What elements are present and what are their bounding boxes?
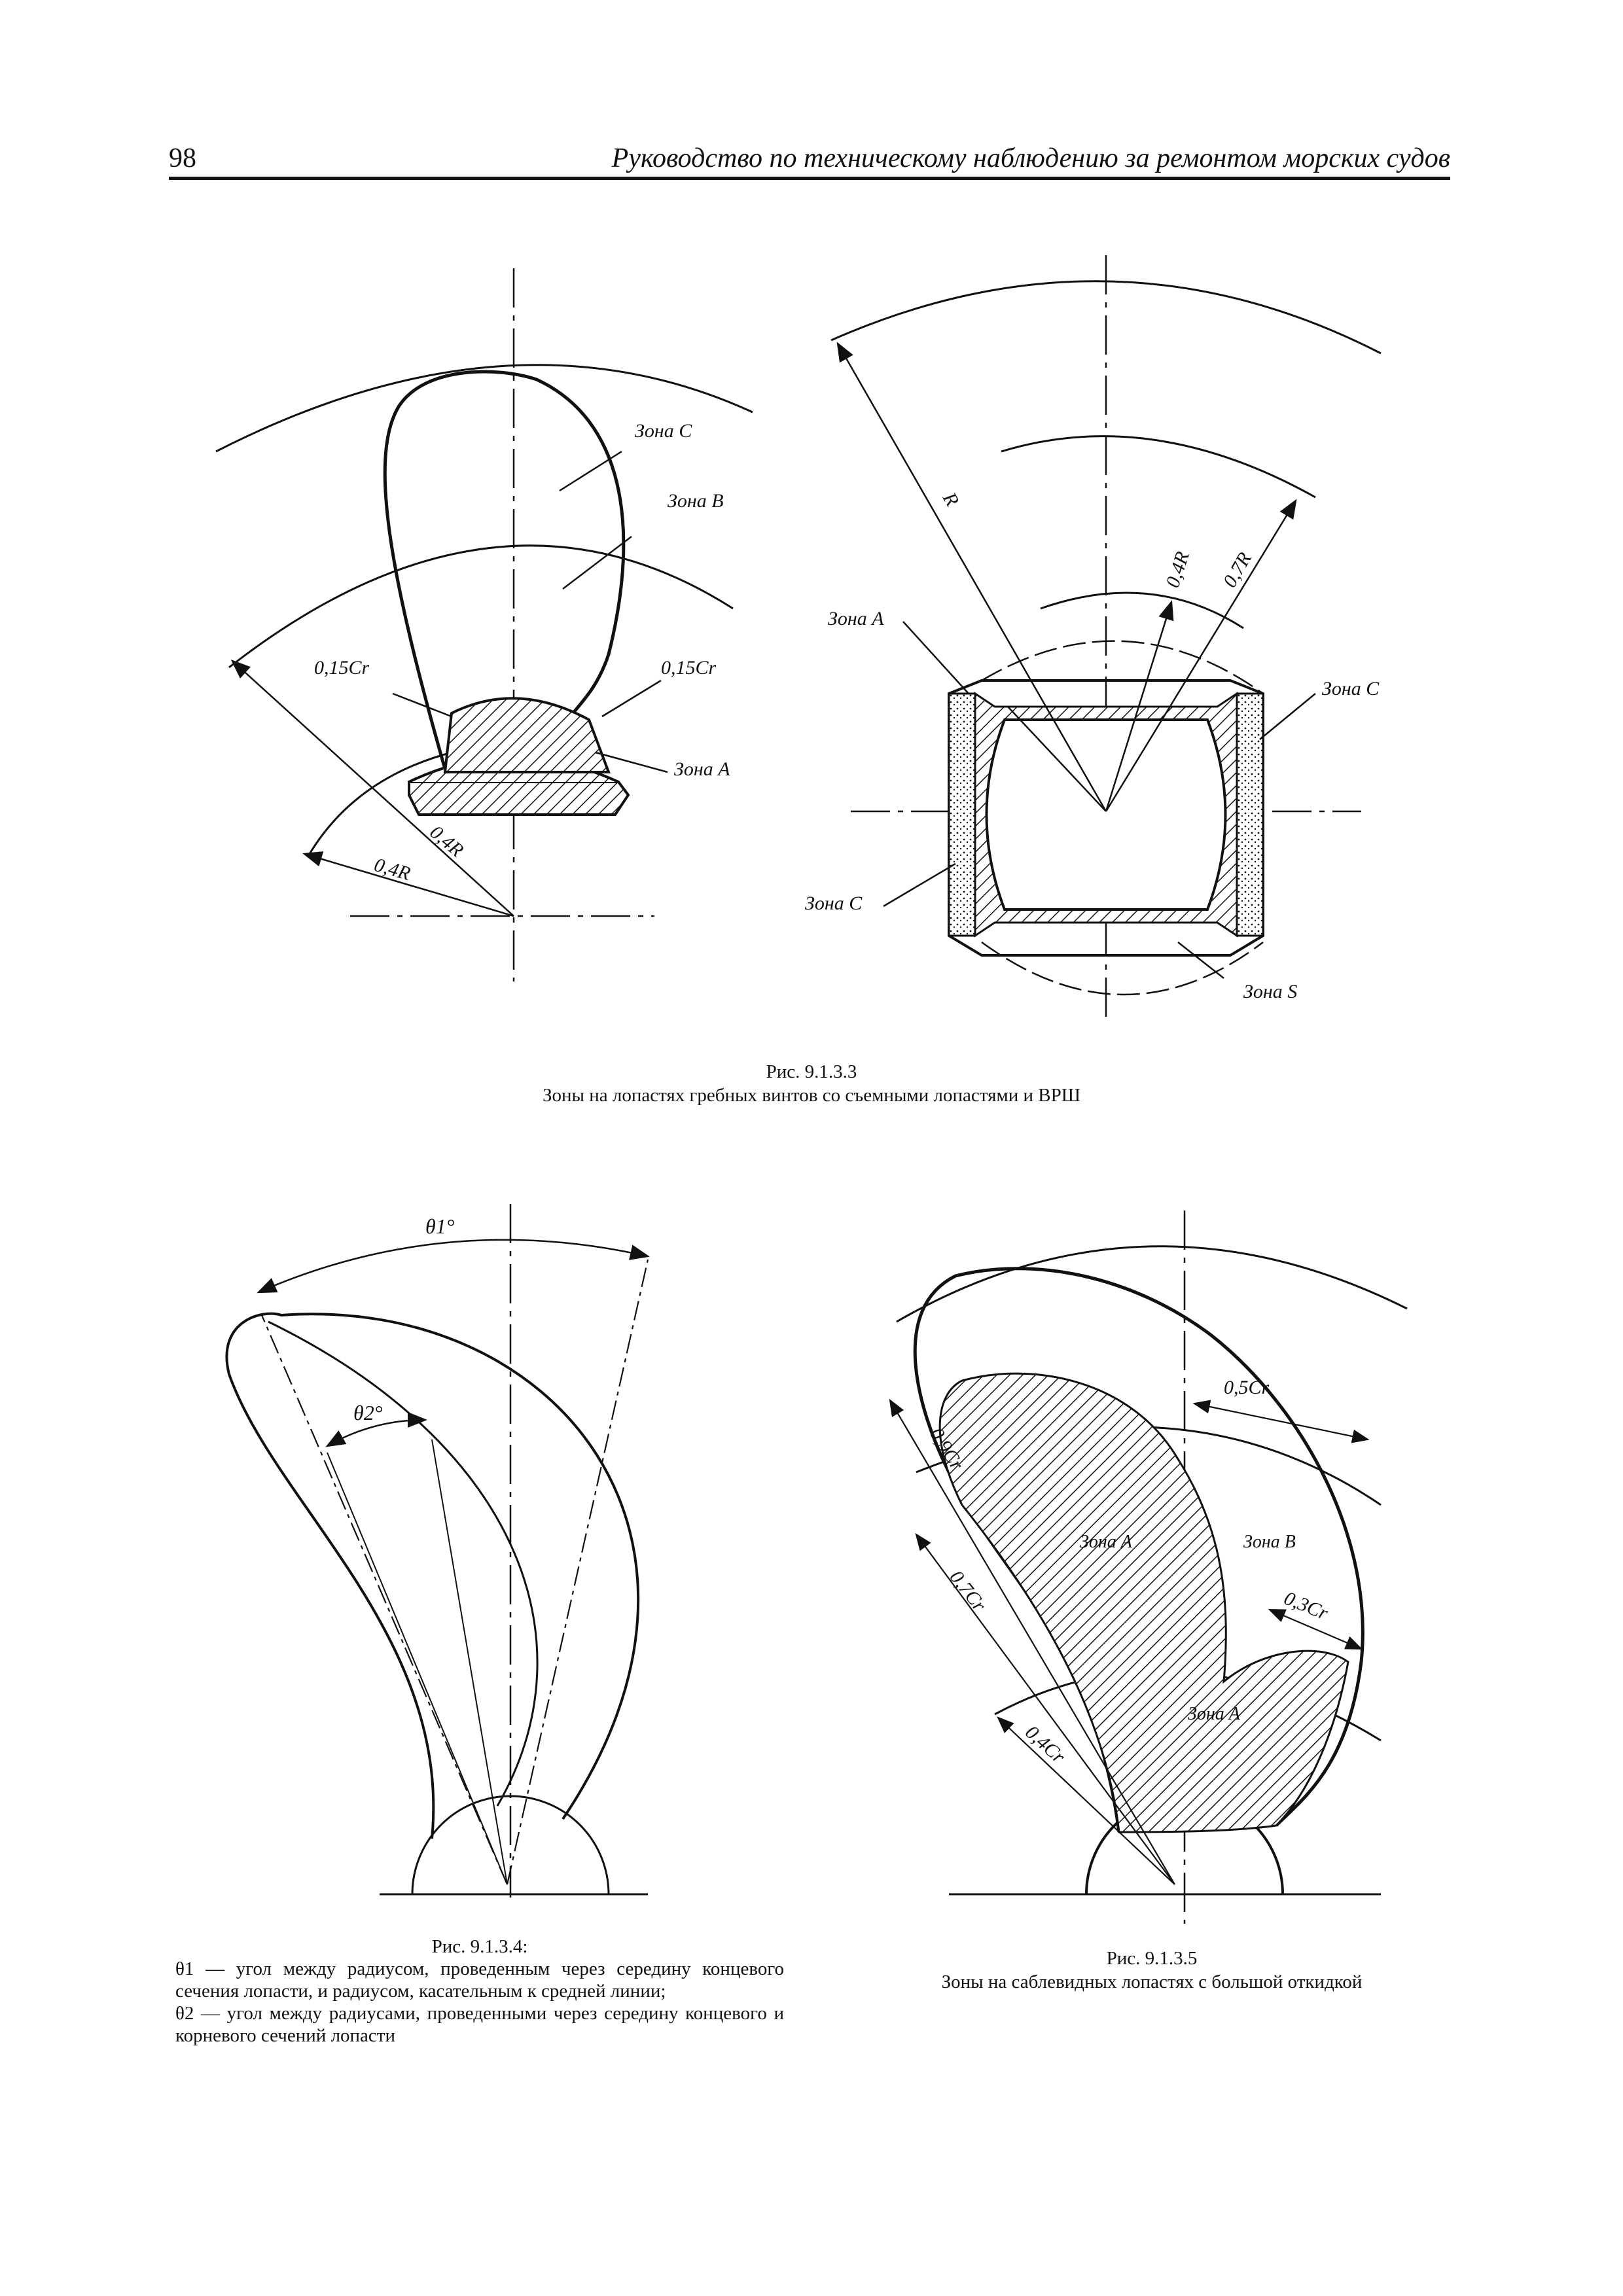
label-04cr: 0,4Cr <box>1021 1722 1069 1768</box>
header-rule <box>169 177 1450 180</box>
label-07cr: 0,7Cr <box>945 1566 990 1616</box>
label-zone-a-top: Зона A <box>1080 1532 1133 1552</box>
label-04r-a: 0,4R <box>426 821 468 861</box>
label-03cr: 0,3Cr <box>1281 1587 1331 1625</box>
label-015cr-left: 0,15Cr <box>314 657 370 679</box>
label-015cr-right: 0,15Cr <box>661 657 717 679</box>
fig-933-right-drawing <box>830 255 1382 1021</box>
label-zone-a-right: Зона A <box>828 608 884 629</box>
fig-933-number: Рис. 9.1.3.3 <box>766 1061 857 1082</box>
label-theta1: θ1° <box>425 1214 455 1238</box>
label-zone-c-right-top: Зона C <box>1322 678 1380 699</box>
fig-934-legend-theta2: θ2 — угол между радиусами, проведенными … <box>175 2003 784 2046</box>
page-header: 98 Руководство по техническому наблюдени… <box>169 143 1450 179</box>
fig-935-number: Рис. 9.1.3.5 <box>1106 1948 1198 1969</box>
fig-934-drawing <box>225 1204 650 1898</box>
label-05cr: 0,5Cr <box>1224 1377 1270 1398</box>
label-zone-c-right-bottom: Зона C <box>805 892 863 914</box>
fig-933-caption: Рис. 9.1.3.3 Зоны на лопастях гребных ви… <box>393 1060 1230 1107</box>
label-04r: 0,4R <box>1162 549 1194 590</box>
label-zone-b-left: Зона B <box>668 490 724 512</box>
label-zone-b-935: Зона B <box>1243 1532 1296 1552</box>
label-theta2: θ2° <box>353 1401 383 1424</box>
fig-934-number: Рис. 9.1.3.4: <box>431 1936 528 1957</box>
label-r: R <box>938 488 963 510</box>
label-04r-b: 0,4R <box>372 854 413 885</box>
fig-933-left-drawing <box>215 268 753 981</box>
page-number: 98 <box>169 143 196 173</box>
fig-934-legend: Рис. 9.1.3.4: θ1 — угол между радиусом, … <box>175 1935 784 2047</box>
label-zone-s: Зона S <box>1243 981 1297 1002</box>
fig-934-legend-theta1: θ1 — угол между радиусом, проведенным че… <box>175 1958 784 2002</box>
label-zone-a-left: Зона A <box>674 758 730 780</box>
fig-935-caption: Рис. 9.1.3.5 Зоны на саблевидных лопастя… <box>883 1947 1420 1994</box>
label-07r: 0,7R <box>1219 549 1255 592</box>
label-zone-a-bottom: Зона A <box>1188 1704 1241 1724</box>
fig-935-title: Зоны на саблевидных лопастях с большой о… <box>941 1971 1363 1992</box>
label-zone-c-left: Зона C <box>635 420 692 442</box>
running-title: Руководство по техническому наблюдению з… <box>611 143 1450 173</box>
fig-935-drawing <box>889 1210 1408 1924</box>
fig-933-title: Зоны на лопастях гребных винтов со съемн… <box>542 1085 1081 1106</box>
